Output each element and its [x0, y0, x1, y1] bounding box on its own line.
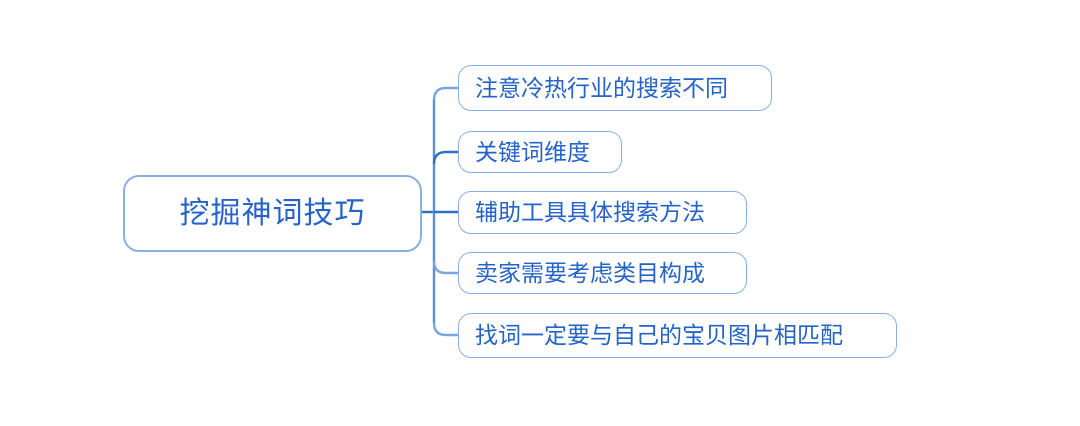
branch-node-5-label: 找词一定要与自己的宝贝图片相匹配 — [475, 322, 843, 348]
connector-branch-4 — [432, 260, 458, 275]
connector-branch-1 — [432, 86, 458, 101]
branch-node-1-label: 注意冷热行业的搜索不同 — [475, 74, 728, 101]
root-node-label: 挖掘神词技巧 — [179, 196, 366, 230]
branch-node-3[interactable]: 辅助工具具体搜索方法 — [458, 191, 747, 234]
connector-branch-5 — [432, 322, 458, 337]
branch-node-5[interactable]: 找词一定要与自己的宝贝图片相匹配 — [458, 313, 897, 358]
branch-node-4-label: 卖家需要考虑类目构成 — [475, 259, 705, 286]
branch-node-3-label: 辅助工具具体搜索方法 — [475, 199, 705, 225]
connector-branch-2 — [432, 150, 458, 165]
branch-node-1[interactable]: 注意冷热行业的搜索不同 — [458, 65, 772, 111]
branch-node-2[interactable]: 关键词维度 — [458, 131, 622, 173]
root-node[interactable]: 挖掘神词技巧 — [123, 175, 422, 252]
branch-node-2-label: 关键词维度 — [475, 138, 590, 165]
branch-node-4[interactable]: 卖家需要考虑类目构成 — [458, 252, 747, 294]
